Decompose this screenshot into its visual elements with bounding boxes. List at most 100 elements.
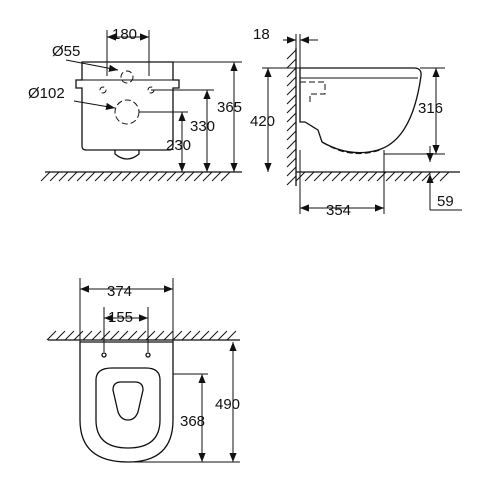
- dim-59-label: 59: [437, 193, 454, 210]
- hatch-stroke: [208, 330, 219, 341]
- front-outlet-bump: [114, 150, 140, 160]
- hatch-stroke: [217, 330, 228, 341]
- hatch-stroke: [136, 330, 147, 341]
- hatch-stroke: [139, 171, 150, 182]
- front-dia55-leader: [65, 59, 119, 72]
- dim-330-label: 330: [190, 118, 215, 135]
- hatch-stroke: [46, 330, 57, 341]
- side-trap-line: [321, 141, 381, 155]
- hatch-stroke: [118, 330, 129, 341]
- dim-180-label: 180: [112, 26, 137, 43]
- hatch-stroke: [127, 330, 138, 341]
- dim-374-label: 374: [107, 283, 132, 300]
- front-toilet-body: [75, 61, 180, 151]
- hatch-stroke: [313, 171, 324, 182]
- hatch-stroke: [193, 171, 204, 182]
- top-toilet-outline: [79, 341, 174, 463]
- hatch-stroke: [199, 330, 210, 341]
- hatch-stroke: [412, 171, 423, 182]
- hatch-stroke: [67, 171, 78, 182]
- hatch-stroke: [304, 171, 315, 182]
- hatch-stroke: [202, 171, 213, 182]
- hatch-stroke: [157, 171, 168, 182]
- top-mount-hole-right: [145, 352, 151, 358]
- hatch-stroke: [358, 171, 369, 182]
- dim-155-label: 155: [108, 309, 133, 326]
- side-toilet-body: [299, 67, 422, 154]
- hatch-stroke: [145, 330, 156, 341]
- hatch-stroke: [130, 171, 141, 182]
- hatch-stroke: [40, 171, 51, 182]
- hatch-stroke: [286, 157, 297, 168]
- hatch-stroke: [64, 330, 75, 341]
- dim-18-label: 18: [253, 26, 270, 43]
- top-wall-hatch: [46, 330, 237, 341]
- hatch-stroke: [172, 330, 183, 341]
- hatch-stroke: [286, 148, 297, 159]
- front-dia102-leader: [73, 100, 116, 111]
- hatch-stroke: [121, 171, 132, 182]
- dim-354-label: 354: [326, 202, 351, 219]
- side-view: 18 420 316 354 59: [250, 26, 462, 219]
- hatch-stroke: [148, 171, 159, 182]
- hatch-stroke: [76, 171, 87, 182]
- side-wall-hatch: [286, 49, 297, 186]
- hatch-stroke: [286, 94, 297, 105]
- hatch-stroke: [73, 330, 84, 341]
- hatch-stroke: [439, 171, 450, 182]
- front-inlet-circle: [120, 70, 134, 84]
- hatch-stroke: [286, 130, 297, 141]
- hatch-stroke: [190, 330, 201, 341]
- hatch-stroke: [85, 171, 96, 182]
- top-bowl-opening: [112, 381, 144, 421]
- front-view: 180 Ø55 Ø102 365 330 230: [28, 26, 242, 182]
- hatch-stroke: [286, 112, 297, 123]
- hatch-stroke: [82, 330, 93, 341]
- hatch-stroke: [286, 139, 297, 150]
- hatch-stroke: [286, 166, 297, 177]
- hatch-stroke: [376, 171, 387, 182]
- hatch-stroke: [226, 330, 237, 341]
- hatch-stroke: [430, 171, 441, 182]
- hatch-stroke: [286, 76, 297, 87]
- side-inlet-pipe: [300, 81, 326, 104]
- dim-230-label: 230: [166, 137, 191, 154]
- top-mount-hole-left: [101, 352, 107, 358]
- dim-490-label: 490: [215, 396, 240, 413]
- hatch-stroke: [154, 330, 165, 341]
- hatch-stroke: [385, 171, 396, 182]
- front-floor-hatch: [40, 171, 231, 182]
- hatch-stroke: [331, 171, 342, 182]
- dim-420-label: 420: [250, 113, 275, 130]
- hatch-stroke: [175, 171, 186, 182]
- hatch-stroke: [286, 121, 297, 132]
- hatch-stroke: [286, 49, 297, 60]
- hatch-stroke: [163, 330, 174, 341]
- top-view: 374 155 368 490: [46, 278, 240, 463]
- dim-368-label: 368: [180, 413, 205, 430]
- hatch-stroke: [367, 171, 378, 182]
- hatch-stroke: [340, 171, 351, 182]
- hatch-stroke: [322, 171, 333, 182]
- hatch-stroke: [58, 171, 69, 182]
- hatch-stroke: [109, 330, 120, 341]
- dim-dia102-label: Ø102: [28, 85, 65, 102]
- hatch-stroke: [94, 171, 105, 182]
- hatch-stroke: [349, 171, 360, 182]
- hatch-stroke: [181, 330, 192, 341]
- hatch-stroke: [55, 330, 66, 341]
- hatch-stroke: [286, 58, 297, 69]
- top-seat-rim: [95, 367, 161, 449]
- hatch-stroke: [166, 171, 177, 182]
- hatch-stroke: [394, 171, 405, 182]
- hatch-stroke: [103, 171, 114, 182]
- hatch-stroke: [100, 330, 111, 341]
- dim-365-label: 365: [217, 99, 242, 116]
- hatch-stroke: [286, 85, 297, 96]
- dim-316-label: 316: [418, 100, 443, 117]
- front-outlet-circle: [114, 99, 140, 125]
- hatch-stroke: [112, 171, 123, 182]
- hatch-stroke: [91, 330, 102, 341]
- hatch-stroke: [184, 171, 195, 182]
